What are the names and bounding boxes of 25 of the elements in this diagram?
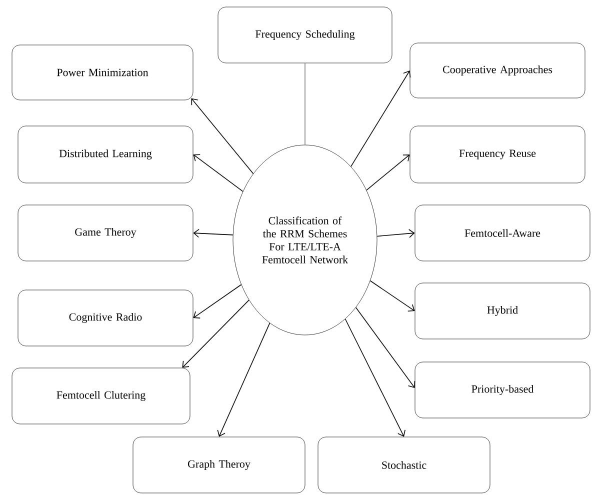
arrow (350, 70, 411, 167)
category-box: Cognitive Radio (18, 290, 194, 346)
arrow (366, 154, 410, 191)
category-box: Cooperative Approaches (410, 42, 586, 98)
arrow (193, 284, 242, 318)
arrow (191, 98, 254, 174)
arrow (193, 154, 244, 192)
arrow (217, 322, 270, 437)
arrow (376, 229, 415, 238)
category-box: Game Theroy (18, 204, 194, 262)
category-box: Frequency Reuse (410, 126, 586, 184)
category-box: Distributed Learning (18, 126, 194, 184)
category-box: Frequency Scheduling (218, 6, 392, 64)
category-box: Graph Theroy (132, 436, 306, 494)
arrow (182, 300, 250, 368)
category-box: Priority-based (414, 362, 590, 418)
arrow (344, 318, 406, 437)
category-box: Power Minimization (12, 44, 194, 100)
arrow (356, 307, 416, 388)
category-box: Stochastic (318, 436, 490, 494)
category-box: Femtocell Clutering (12, 368, 190, 424)
category-box: Femtocell-Aware (414, 204, 590, 262)
category-box: Hybrid (414, 282, 590, 340)
arrow (193, 228, 234, 238)
arrow (370, 280, 415, 312)
